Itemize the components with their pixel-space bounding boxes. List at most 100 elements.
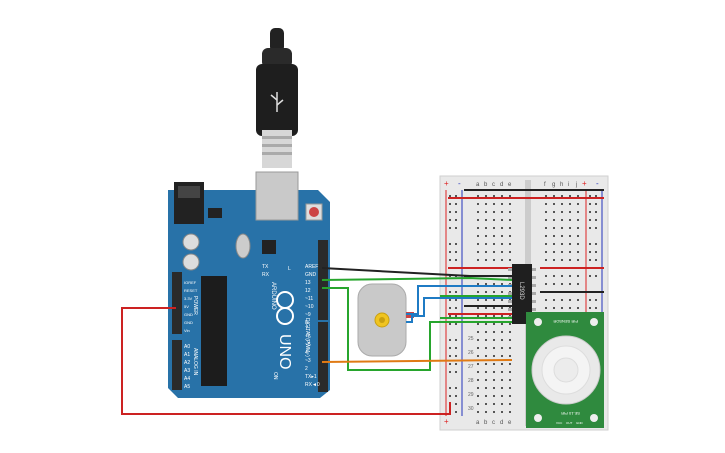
breadboard-rail-hole[interactable] xyxy=(455,211,457,213)
breadboard-hole[interactable] xyxy=(501,259,503,261)
breadboard-hole[interactable] xyxy=(485,355,487,357)
breadboard-hole[interactable] xyxy=(493,387,495,389)
breadboard-rail-hole[interactable] xyxy=(455,339,457,341)
breadboard-hole[interactable] xyxy=(545,283,547,285)
breadboard-hole[interactable] xyxy=(509,331,511,333)
breadboard-rail-hole[interactable] xyxy=(589,275,591,277)
breadboard-hole[interactable] xyxy=(553,195,555,197)
breadboard-hole[interactable] xyxy=(501,291,503,293)
breadboard-rail-hole[interactable] xyxy=(589,227,591,229)
breadboard-hole[interactable] xyxy=(509,259,511,261)
breadboard-hole[interactable] xyxy=(493,259,495,261)
breadboard-hole[interactable] xyxy=(477,307,479,309)
breadboard-rail-hole[interactable] xyxy=(455,219,457,221)
breadboard-hole[interactable] xyxy=(493,347,495,349)
breadboard-rail-hole[interactable] xyxy=(449,251,451,253)
breadboard-hole[interactable] xyxy=(569,299,571,301)
breadboard-hole[interactable] xyxy=(561,203,563,205)
breadboard-hole[interactable] xyxy=(553,219,555,221)
breadboard-hole[interactable] xyxy=(501,347,503,349)
breadboard-rail-hole[interactable] xyxy=(449,355,451,357)
breadboard-hole[interactable] xyxy=(493,291,495,293)
breadboard-rail-hole[interactable] xyxy=(449,387,451,389)
breadboard-hole[interactable] xyxy=(509,219,511,221)
breadboard-hole[interactable] xyxy=(561,195,563,197)
breadboard-hole[interactable] xyxy=(561,211,563,213)
breadboard-hole[interactable] xyxy=(501,355,503,357)
breadboard-rail-hole[interactable] xyxy=(595,195,597,197)
breadboard-hole[interactable] xyxy=(561,235,563,237)
breadboard-hole[interactable] xyxy=(577,259,579,261)
breadboard-hole[interactable] xyxy=(577,307,579,309)
breadboard-rail-hole[interactable] xyxy=(595,307,597,309)
breadboard-hole[interactable] xyxy=(553,251,555,253)
breadboard-hole[interactable] xyxy=(485,211,487,213)
breadboard-rail-hole[interactable] xyxy=(449,395,451,397)
breadboard-hole[interactable] xyxy=(509,211,511,213)
breadboard-rail-hole[interactable] xyxy=(455,251,457,253)
breadboard-rail-hole[interactable] xyxy=(455,371,457,373)
breadboard-hole[interactable] xyxy=(569,259,571,261)
breadboard-hole[interactable] xyxy=(509,363,511,365)
breadboard-rail-hole[interactable] xyxy=(449,243,451,245)
breadboard-hole[interactable] xyxy=(553,299,555,301)
breadboard-hole[interactable] xyxy=(477,227,479,229)
breadboard-rail-hole[interactable] xyxy=(455,395,457,397)
breadboard-rail-hole[interactable] xyxy=(449,275,451,277)
breadboard-hole[interactable] xyxy=(493,315,495,317)
breadboard-hole[interactable] xyxy=(509,387,511,389)
breadboard-hole[interactable] xyxy=(561,243,563,245)
breadboard-rail-hole[interactable] xyxy=(449,323,451,325)
breadboard-hole[interactable] xyxy=(477,243,479,245)
breadboard-hole[interactable] xyxy=(553,275,555,277)
breadboard-rail-hole[interactable] xyxy=(449,211,451,213)
breadboard-hole[interactable] xyxy=(501,243,503,245)
breadboard-hole[interactable] xyxy=(577,203,579,205)
breadboard-hole[interactable] xyxy=(477,371,479,373)
breadboard-hole[interactable] xyxy=(553,259,555,261)
wire-5v-red[interactable] xyxy=(121,307,451,415)
breadboard-hole[interactable] xyxy=(545,299,547,301)
breadboard-hole[interactable] xyxy=(509,379,511,381)
breadboard-rail-hole[interactable] xyxy=(589,259,591,261)
breadboard-hole[interactable] xyxy=(493,355,495,357)
breadboard-hole[interactable] xyxy=(569,251,571,253)
breadboard-rail-hole[interactable] xyxy=(595,227,597,229)
breadboard-hole[interactable] xyxy=(577,195,579,197)
breadboard-hole[interactable] xyxy=(545,275,547,277)
breadboard-rail-hole[interactable] xyxy=(449,315,451,317)
breadboard-hole[interactable] xyxy=(485,363,487,365)
breadboard-rail-hole[interactable] xyxy=(455,363,457,365)
breadboard-hole[interactable] xyxy=(501,363,503,365)
breadboard-rail-hole[interactable] xyxy=(589,251,591,253)
breadboard-hole[interactable] xyxy=(501,395,503,397)
breadboard-rail-hole[interactable] xyxy=(595,259,597,261)
breadboard-rail-hole[interactable] xyxy=(455,195,457,197)
breadboard-hole[interactable] xyxy=(477,251,479,253)
breadboard-hole[interactable] xyxy=(493,203,495,205)
breadboard-hole[interactable] xyxy=(493,211,495,213)
breadboard-hole[interactable] xyxy=(485,395,487,397)
breadboard-hole[interactable] xyxy=(545,203,547,205)
breadboard-rail-hole[interactable] xyxy=(449,307,451,309)
breadboard-rail-hole[interactable] xyxy=(449,219,451,221)
breadboard-hole[interactable] xyxy=(493,331,495,333)
breadboard-hole[interactable] xyxy=(485,331,487,333)
breadboard-hole[interactable] xyxy=(561,283,563,285)
breadboard-hole[interactable] xyxy=(569,219,571,221)
breadboard-hole[interactable] xyxy=(477,315,479,317)
breadboard-hole[interactable] xyxy=(509,403,511,405)
breadboard-hole[interactable] xyxy=(485,323,487,325)
breadboard-rail-hole[interactable] xyxy=(455,203,457,205)
wire-motor-blue-2[interactable] xyxy=(406,297,512,323)
breadboard-hole[interactable] xyxy=(477,195,479,197)
breadboard-hole[interactable] xyxy=(509,235,511,237)
breadboard-hole[interactable] xyxy=(501,195,503,197)
breadboard-hole[interactable] xyxy=(493,307,495,309)
breadboard-hole[interactable] xyxy=(493,323,495,325)
breadboard-hole[interactable] xyxy=(569,275,571,277)
breadboard-rail-hole[interactable] xyxy=(449,203,451,205)
breadboard-hole[interactable] xyxy=(561,219,563,221)
breadboard-hole[interactable] xyxy=(493,235,495,237)
breadboard-hole[interactable] xyxy=(485,219,487,221)
